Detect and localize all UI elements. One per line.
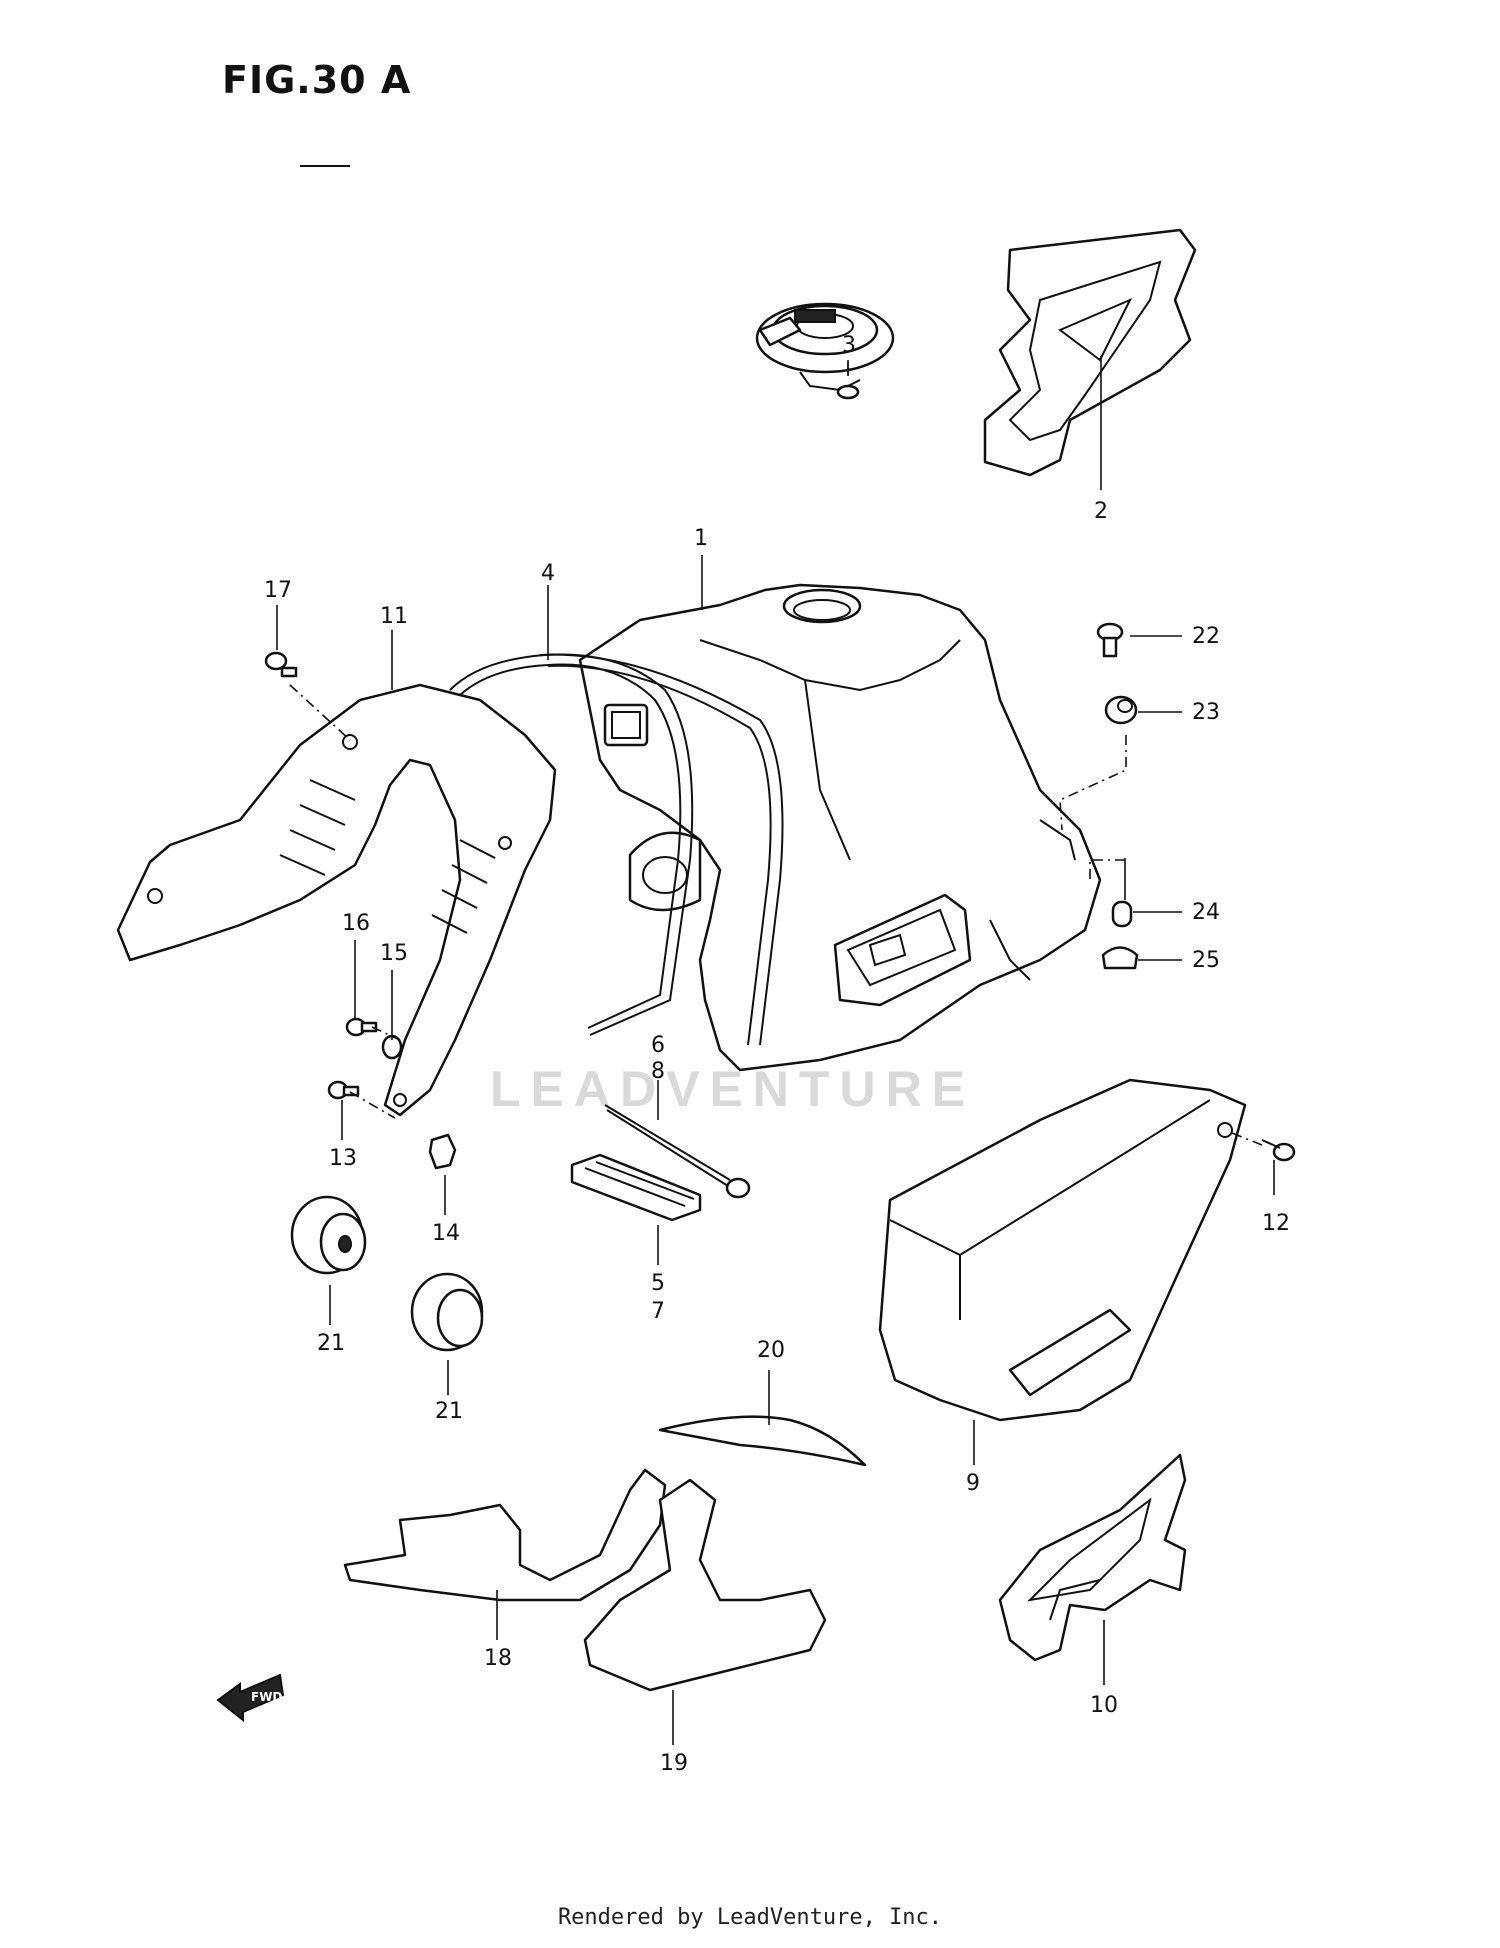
part-23-collar xyxy=(1104,695,1138,725)
part-6-8-strap xyxy=(604,1104,751,1199)
part-12-screw xyxy=(1261,1139,1296,1162)
callout-labels: 3 2 1 4 11 17 22 23 24 25 16 15 13 14 6 … xyxy=(264,333,1290,1776)
leader-lines xyxy=(276,356,1275,1745)
callout-21-b: 21 xyxy=(435,1399,463,1424)
part-22-bolt xyxy=(1096,622,1124,658)
part-1-fuel-tank xyxy=(578,583,1102,1072)
callout-7: 7 xyxy=(651,1299,665,1324)
callout-4: 4 xyxy=(541,561,555,586)
callout-2: 2 xyxy=(1094,499,1108,524)
callout-19: 19 xyxy=(660,1751,688,1776)
callout-11: 11 xyxy=(380,604,408,629)
callout-16: 16 xyxy=(342,911,370,936)
callout-1: 1 xyxy=(694,526,708,551)
part-4-edge-strip xyxy=(449,653,784,1046)
part-17-bolt xyxy=(264,651,298,678)
callout-13: 13 xyxy=(329,1146,357,1171)
callout-17: 17 xyxy=(264,578,292,603)
callout-12: 12 xyxy=(1262,1211,1290,1236)
callout-15: 15 xyxy=(380,941,408,966)
part-13-bolt xyxy=(327,1080,360,1100)
part-2-tank-emblem xyxy=(983,228,1197,477)
part-20-pad xyxy=(658,1415,867,1467)
part-9-side-cover xyxy=(878,1078,1247,1422)
watermark-text: LEADVENTURE xyxy=(490,1061,976,1117)
fwd-arrow-icon: FWD xyxy=(216,1673,285,1723)
part-18-knee-pad xyxy=(343,1468,667,1602)
callout-14: 14 xyxy=(432,1221,460,1246)
callout-10: 10 xyxy=(1090,1693,1118,1718)
part-3-fuel-cap xyxy=(755,302,895,400)
callout-3: 3 xyxy=(842,333,856,358)
part-16-bolt xyxy=(345,1017,378,1037)
callout-9: 9 xyxy=(966,1471,980,1496)
callout-24: 24 xyxy=(1192,900,1220,925)
part-24-cushion xyxy=(1111,900,1133,928)
part-10-side-emblem xyxy=(998,1453,1187,1662)
part-11-tank-shroud xyxy=(116,683,557,1117)
callout-22: 22 xyxy=(1192,624,1220,649)
part-5-7-cushion xyxy=(570,1153,702,1222)
callout-23: 23 xyxy=(1192,700,1220,725)
callout-5: 5 xyxy=(651,1271,665,1296)
callout-20: 20 xyxy=(757,1338,785,1363)
part-21-grommet-b xyxy=(410,1272,484,1352)
callout-21-a: 21 xyxy=(317,1331,345,1356)
mount-dash-lines xyxy=(289,684,1263,1146)
part-14-nut xyxy=(428,1133,457,1170)
callout-8: 8 xyxy=(651,1059,665,1084)
figure-title: FIG.30 A xyxy=(222,58,412,102)
footer-credit: Rendered by LeadVenture, Inc. xyxy=(557,1905,943,1930)
callout-18: 18 xyxy=(484,1646,512,1671)
part-21-grommet-a xyxy=(290,1195,367,1275)
callout-6: 6 xyxy=(651,1033,665,1058)
part-19-knee-pad xyxy=(583,1478,827,1692)
part-25-cushion xyxy=(1101,946,1139,970)
fwd-label: FWD xyxy=(251,1690,282,1704)
callout-25: 25 xyxy=(1192,948,1220,973)
